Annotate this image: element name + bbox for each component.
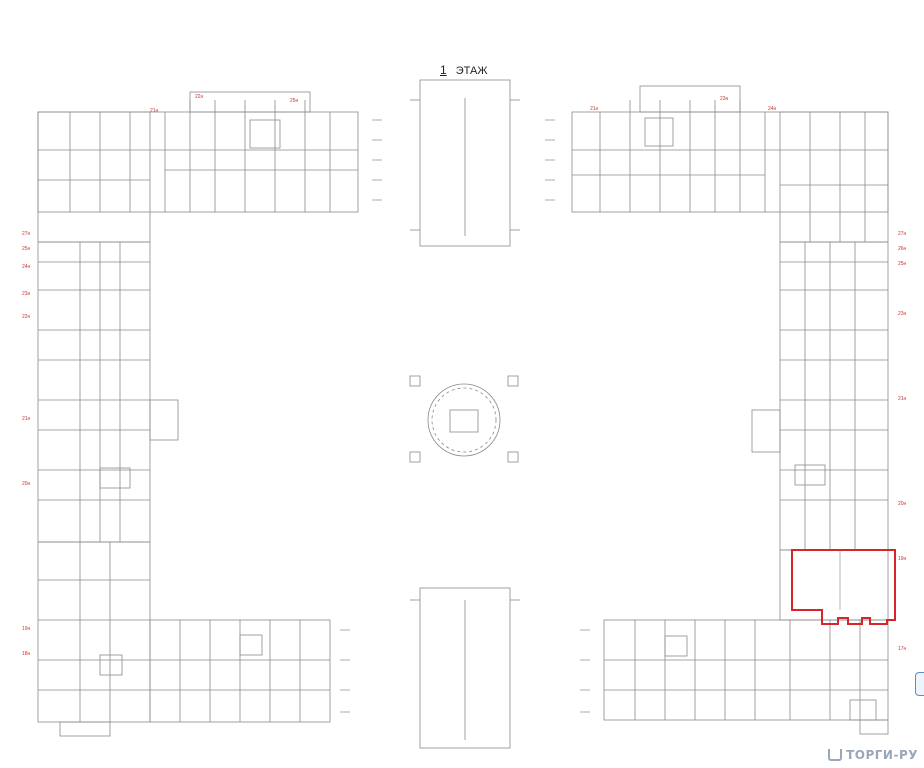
lower-central-strip [410, 587, 520, 749]
svg-text:26н: 26н [898, 246, 907, 252]
svg-text:27н: 27н [22, 231, 31, 237]
floor-label: ЭТАЖ [455, 65, 488, 77]
svg-text:27н: 27н [898, 231, 907, 237]
torgi-logo-icon [828, 749, 843, 761]
svg-text:20н: 20н [898, 501, 907, 507]
svg-text:23н: 23н [898, 311, 907, 317]
left-building-block [37, 91, 359, 737]
svg-text:19н: 19н [22, 626, 31, 632]
svg-text:23н: 23н [22, 291, 31, 297]
highlighted-unit[interactable] [791, 549, 896, 625]
svg-text:25н: 25н [22, 246, 31, 252]
svg-text:24н: 24н [768, 106, 777, 112]
svg-text:25н: 25н [898, 261, 907, 267]
side-markers [340, 119, 590, 713]
svg-text:18н: 18н [22, 651, 31, 657]
round-pavilion [409, 375, 519, 463]
svg-text:21н: 21н [898, 396, 907, 402]
upper-central-strip [410, 79, 520, 247]
floor-number: 1 [440, 63, 447, 77]
watermark-text: ТОРГИ-РУ [846, 748, 918, 762]
svg-text:21н: 21н [590, 106, 599, 112]
svg-text:21н: 21н [22, 416, 31, 422]
svg-text:22н: 22н [195, 94, 204, 100]
svg-text:19н: 19н [898, 556, 907, 562]
side-tab-handle[interactable] [915, 672, 924, 696]
svg-text:20н: 20н [22, 481, 31, 487]
svg-text:22н: 22н [22, 314, 31, 320]
svg-text:17н: 17н [898, 646, 907, 652]
svg-text:21н: 21н [150, 108, 159, 114]
watermark: ТОРГИ-РУ [828, 748, 918, 762]
floor-title: 1 ЭТАЖ [440, 63, 488, 77]
svg-text:23н: 23н [720, 96, 729, 102]
svg-text:25н: 25н [290, 98, 299, 104]
svg-text:24н: 24н [22, 264, 31, 270]
right-building-block [571, 85, 889, 735]
